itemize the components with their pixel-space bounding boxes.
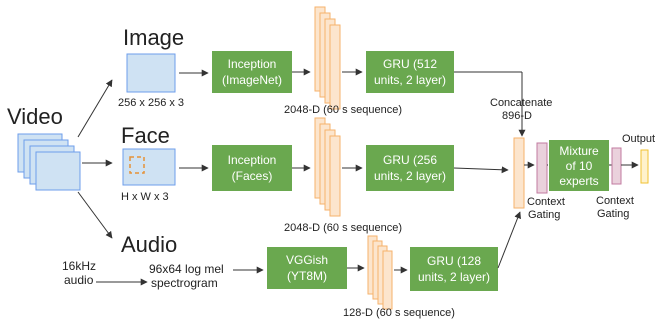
context-gating-1: [536, 142, 548, 194]
image-frame: [126, 53, 176, 93]
audio-feature-stack: [367, 235, 393, 310]
spectrogram-line1: 96x64 log mel: [149, 262, 224, 276]
gru256-line2: units, 2 layer): [374, 169, 446, 183]
inception-faces-box: [212, 145, 292, 191]
face-dims: H x W x 3: [121, 191, 169, 203]
vggish-line1: VGGish: [286, 253, 328, 267]
audio-rate-line2: audio: [64, 273, 94, 287]
audio-title: Audio: [121, 232, 177, 257]
output-label: Output: [622, 133, 655, 145]
moe-line1: Mixture: [559, 144, 599, 158]
gru512-box: [366, 51, 454, 93]
gru128-to-concat-arrow: [497, 211, 521, 269]
gru256-line1: GRU (256: [383, 153, 437, 167]
inception-imagenet-line2: (ImageNet): [222, 73, 282, 87]
face-crop-box: [129, 156, 145, 174]
moe-line2: of 10: [566, 159, 593, 173]
context-gating-2: [611, 147, 622, 185]
image-title: Image: [123, 25, 184, 50]
inception-faces-line1: Inception: [228, 153, 277, 167]
gru256-to-concat-arrow: [453, 166, 509, 174]
inception-imagenet-box: [212, 51, 292, 93]
face-frame: [122, 148, 176, 186]
output-vector: [640, 149, 649, 184]
image-dims: 256 x 256 x 3: [118, 97, 184, 109]
moe-line3: experts: [559, 174, 598, 188]
context-gating-2-line2: Gating: [597, 208, 629, 220]
mixture-of-experts-box: [549, 140, 609, 191]
gru128-line2: units, 2 layer): [418, 270, 490, 284]
gru512-line2: units, 2 layer): [374, 73, 446, 87]
concatenate-line1: Concatenate: [490, 97, 552, 109]
face-feature-label: 2048-D (60 s sequence): [284, 222, 402, 234]
video-to-audio-arrow: [77, 191, 113, 239]
concat-vector: [513, 137, 525, 209]
inception-imagenet-line1: Inception: [228, 57, 277, 71]
concatenate-line2: 896-D: [502, 110, 532, 122]
face-feature-stack: [314, 117, 341, 217]
gru256-box: [366, 145, 454, 191]
context-gating-1-line2: Gating: [528, 209, 560, 221]
audio-feature-label: 128-D (60 s sequence): [343, 307, 455, 319]
inception-faces-line2: (Faces): [232, 169, 273, 183]
video-to-image-arrow: [77, 79, 113, 138]
gru128-box: [410, 247, 498, 291]
vggish-line2: (YT8M): [287, 269, 327, 283]
spectrogram-line2: spectrogram: [151, 276, 218, 290]
video-label: Video: [7, 104, 63, 129]
image-feature-label: 2048-D (60 s sequence): [284, 104, 402, 116]
gru512-line1: GRU (512: [383, 57, 437, 71]
video-frames-stack: [17, 133, 81, 191]
context-gating-2-line1: Context: [596, 195, 634, 207]
audio-rate-line1: 16kHz: [62, 259, 96, 273]
context-gating-1-line1: Context: [527, 196, 565, 208]
vggish-box: [267, 247, 347, 289]
gru128-line1: GRU (128: [427, 254, 481, 268]
image-feature-stack: [314, 6, 341, 110]
face-title: Face: [121, 123, 170, 148]
